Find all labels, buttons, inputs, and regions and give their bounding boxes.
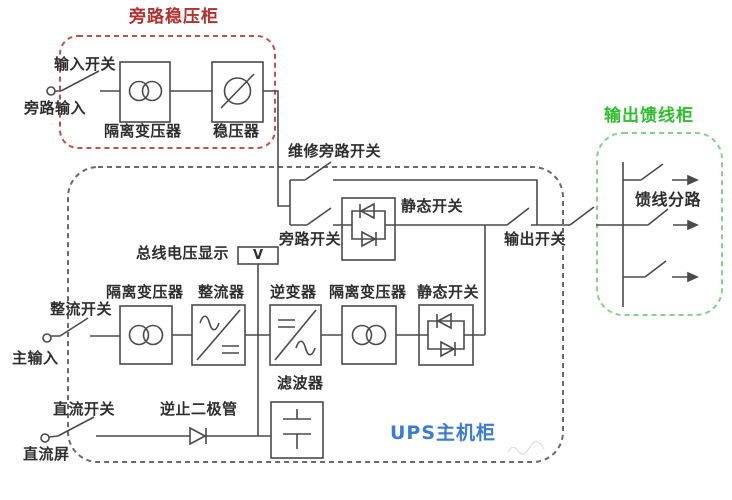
dc-panel-terminal bbox=[40, 433, 50, 443]
static-switch-top-label: 静态开关 bbox=[401, 197, 464, 215]
feeder-branch-middle bbox=[623, 208, 699, 231]
wire-stabilizer-down bbox=[263, 90, 291, 225]
bypass-input-switch-symbol bbox=[55, 70, 120, 92]
feeder-cabinet-title: 输出馈线柜 bbox=[604, 106, 694, 126]
feeder-input-switch-symbol bbox=[569, 206, 623, 226]
rectifier-switch-symbol bbox=[51, 317, 120, 337]
capacitor-icon bbox=[283, 409, 311, 449]
feeder-branch-label: 馈线分路 bbox=[635, 190, 702, 209]
feeder-branch-top bbox=[623, 163, 699, 186]
isolation-transformer-in-box bbox=[119, 305, 173, 365]
bypass-cabinet-title: 旁路稳压柜 bbox=[129, 7, 219, 27]
dc-switch-label: 直流开关 bbox=[53, 400, 116, 418]
bypass-switch-symbol bbox=[290, 207, 342, 226]
output-switch-label: 输出开关 bbox=[504, 230, 567, 248]
dc-switch-symbol bbox=[48, 416, 190, 438]
arrow-right-icon bbox=[687, 271, 699, 283]
filter-box bbox=[270, 401, 324, 459]
ups-title-suffix: 主机柜 bbox=[436, 422, 497, 444]
diode-right-icon bbox=[440, 340, 456, 358]
inverter-box bbox=[269, 304, 322, 366]
dc-panel-label: 直流屏 bbox=[23, 445, 70, 463]
bypass-input-terminal bbox=[46, 86, 56, 96]
static-switch-main-label: 静态开关 bbox=[417, 283, 480, 301]
bypass-isolation-transformer-label: 隔离变压器 bbox=[104, 122, 182, 140]
maintenance-bypass-switch-symbol bbox=[290, 161, 538, 225]
ups-cabinet-border bbox=[67, 166, 564, 463]
maintenance-bypass-switch-label: 维修旁路开关 bbox=[288, 142, 382, 160]
blocking-diode-label: 逆止二极管 bbox=[160, 400, 238, 418]
stabilizer-box bbox=[211, 61, 264, 123]
inverter-label: 逆变器 bbox=[270, 283, 317, 301]
dc-icon bbox=[278, 319, 295, 328]
arrow-right-icon bbox=[687, 219, 699, 231]
bypass-switch-label: 旁路开关 bbox=[279, 230, 342, 248]
isolation-transformer-out-box bbox=[341, 305, 397, 365]
bypass-cabinet-border bbox=[59, 35, 276, 149]
filter-label: 滤波器 bbox=[277, 374, 324, 392]
bypass-isolation-transformer-box bbox=[119, 61, 171, 123]
sine-icon bbox=[199, 315, 220, 331]
wire-static-to-output bbox=[473, 225, 486, 336]
static-switch-top-box bbox=[341, 197, 396, 261]
ups-title-prefix: UPS bbox=[390, 422, 437, 444]
dc-icon bbox=[222, 345, 239, 354]
ups-cabinet-title: UPS主机柜 bbox=[390, 423, 496, 444]
feeder-branch-bottom bbox=[623, 260, 699, 283]
rectifier-switch-label: 整流开关 bbox=[50, 300, 113, 318]
diode-left-icon bbox=[436, 312, 452, 330]
rectifier-label: 整流器 bbox=[198, 283, 245, 301]
static-switch-main-box bbox=[418, 304, 474, 366]
watermark-squiggle bbox=[507, 441, 545, 455]
stabilizer-label: 稳压器 bbox=[213, 122, 260, 140]
bypass-input-label: 旁路输入 bbox=[24, 99, 87, 117]
sine-icon bbox=[295, 340, 316, 356]
diode-right-icon bbox=[361, 230, 377, 248]
isolation-transformer-in-label: 隔离变压器 bbox=[106, 283, 184, 301]
arrow-right-icon bbox=[687, 174, 699, 186]
isolation-transformer-out-label: 隔离变压器 bbox=[329, 283, 407, 301]
bus-voltage-display-label: 总线电压显示 bbox=[136, 244, 230, 262]
output-switch-symbol bbox=[485, 207, 570, 226]
input-switch-label: 输入开关 bbox=[54, 55, 117, 73]
main-input-terminal bbox=[42, 333, 52, 343]
feeder-cabinet-border bbox=[596, 132, 723, 316]
diode-left-icon bbox=[359, 202, 375, 220]
voltmeter-v-label: V bbox=[252, 248, 264, 263]
main-input-label: 主输入 bbox=[12, 349, 59, 367]
rectifier-box bbox=[191, 304, 246, 366]
blocking-diode-symbol bbox=[189, 426, 271, 446]
